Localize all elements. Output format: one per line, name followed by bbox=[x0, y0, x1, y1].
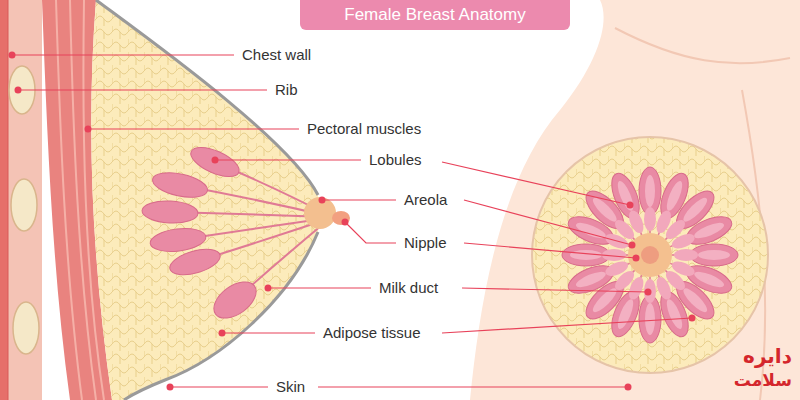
lobules-side bbox=[141, 141, 262, 325]
part-label: Skin bbox=[276, 378, 305, 396]
logo-text: سلامت bbox=[734, 370, 792, 391]
rib bbox=[11, 179, 37, 231]
breast-profile bbox=[91, 0, 318, 400]
part-label: Pectoral muscles bbox=[307, 120, 421, 138]
part-label: Chest wall bbox=[242, 46, 311, 64]
part-label: Rib bbox=[275, 81, 298, 99]
part-label: Nipple bbox=[404, 234, 447, 252]
logo-text: دایره bbox=[743, 344, 792, 368]
part-label: Lobules bbox=[369, 151, 422, 169]
skin-outline bbox=[96, 0, 318, 195]
title: Female Breast Anatomy bbox=[344, 5, 525, 25]
shoulder-line bbox=[615, 28, 790, 63]
rib bbox=[13, 302, 39, 354]
part-label: Areola bbox=[404, 191, 447, 209]
lobules-front bbox=[562, 167, 738, 343]
nipple bbox=[332, 211, 350, 225]
leader-lines bbox=[12, 55, 692, 387]
leader-dots bbox=[9, 52, 696, 391]
torso bbox=[470, 0, 800, 400]
areola bbox=[304, 197, 336, 229]
skin-outline bbox=[124, 232, 318, 400]
part-label: Milk duct bbox=[379, 279, 438, 297]
title-band: Female Breast Anatomy bbox=[300, 0, 570, 30]
part-label: Adipose tissue bbox=[323, 324, 421, 342]
breast-front bbox=[532, 137, 768, 373]
